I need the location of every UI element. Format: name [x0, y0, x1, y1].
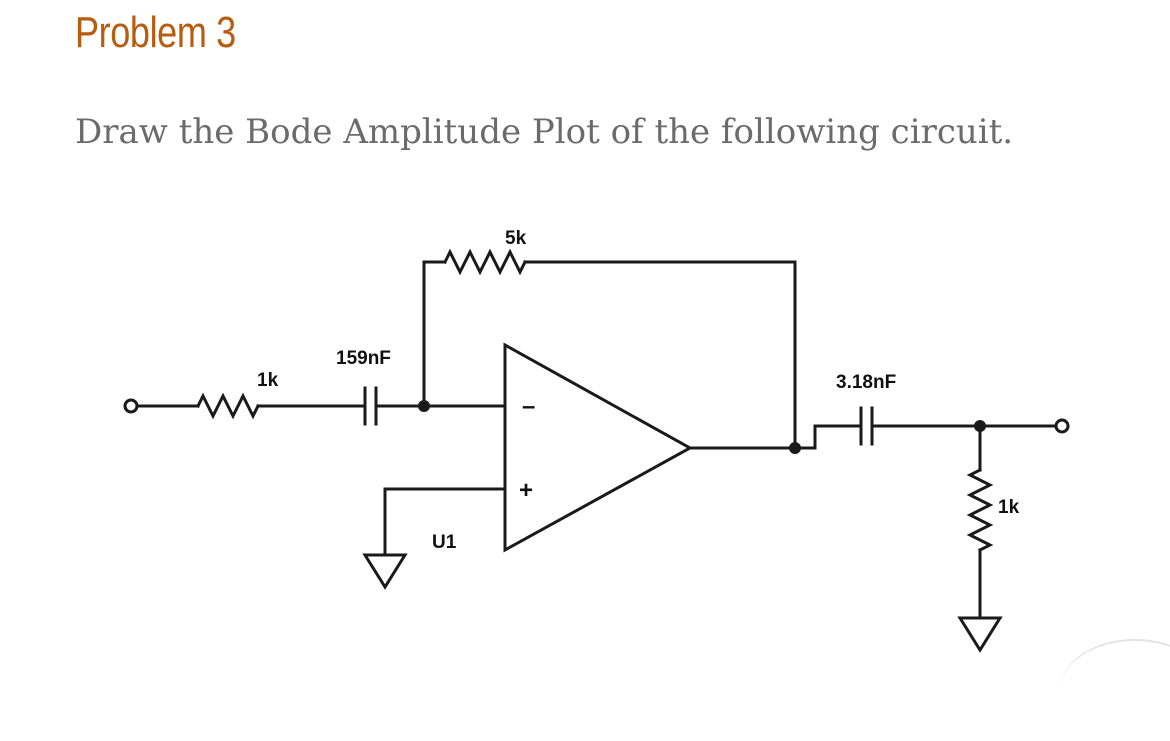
opamp-triangle — [503, 342, 694, 553]
load-resistor-label: 1k — [998, 497, 1020, 518]
ground-wire — [383, 487, 507, 557]
output-cap-left-wire — [813, 424, 860, 450]
ground-symbol-right — [957, 616, 1003, 653]
corner-decoration — [1060, 639, 1170, 741]
problem-title: Problem 3 — [75, 8, 236, 57]
load-resistor-symbol — [966, 467, 994, 553]
input-resistor-label: 1k — [257, 370, 279, 391]
opamp-noninverting-sign: + — [519, 477, 533, 504]
feedback-resistor-label: 5k — [505, 228, 527, 249]
opamp-inverting-sign: – — [522, 393, 535, 420]
opamp-label: U1 — [432, 532, 457, 553]
feedback-resistor-symbol — [442, 248, 528, 276]
ground-symbol-left — [362, 553, 408, 590]
output-node — [789, 442, 801, 454]
input-resistor-symbol — [195, 392, 261, 420]
feedback-left-wire — [422, 260, 447, 408]
output-capacitor-label: 3.18nF — [836, 372, 896, 393]
output-terminal — [1054, 418, 1070, 434]
feedback-right-wire — [523, 260, 797, 450]
input-terminal — [123, 398, 139, 414]
problem-instruction: Draw the Bode Amplitude Plot of the foll… — [75, 112, 1014, 152]
circuit-diagram: 1k 159nF 5k – + U1 3.18nF 1k — [123, 228, 1070, 653]
output-capacitor-symbol — [859, 406, 874, 446]
input-capacitor-symbol — [363, 386, 378, 426]
input-capacitor-label: 159nF — [336, 348, 391, 369]
